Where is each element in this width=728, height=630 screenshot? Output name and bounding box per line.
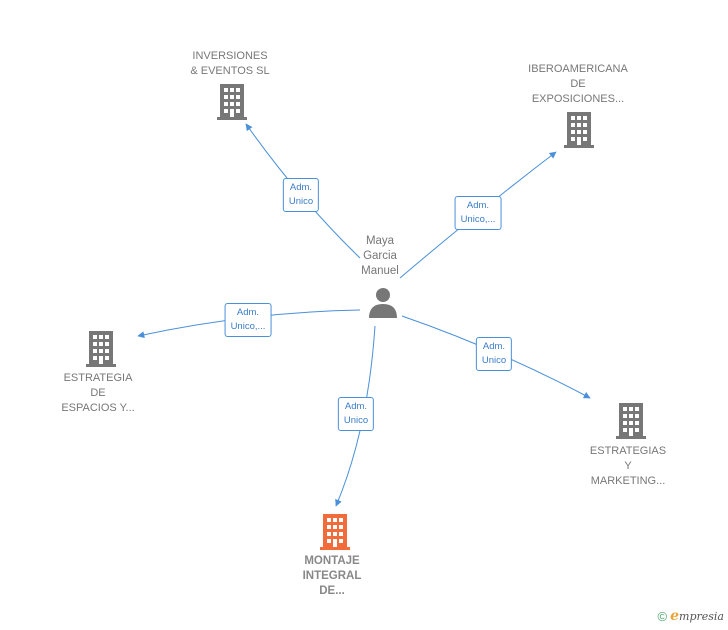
footer-brand[interactable]: © empresia <box>658 608 724 624</box>
company-label-montaje[interactable]: MONTAJE INTEGRAL DE... <box>302 555 362 597</box>
building-icon[interactable] <box>86 331 116 367</box>
company-label-iberoamericana[interactable]: IBEROAMERICANA DE EXPOSICIONES... <box>528 63 628 105</box>
edge-label-espacios[interactable]: Adm. Unico,... <box>224 303 272 337</box>
edge-label-inversiones[interactable]: Adm. Unico <box>282 178 320 212</box>
person-name[interactable]: Maya Garcia Manuel <box>361 235 399 277</box>
edge-label-marketing[interactable]: Adm. Unico <box>475 337 513 371</box>
building-icon[interactable] <box>564 112 594 148</box>
building-icon[interactable] <box>616 403 646 439</box>
person-icon[interactable] <box>369 288 397 318</box>
brand-logo: empresia <box>670 608 724 624</box>
edge-label-montaje[interactable]: Adm. Unico <box>337 397 375 431</box>
edge-label-iberoamericana[interactable]: Adm. Unico,... <box>454 196 502 230</box>
copyright-icon: © <box>657 608 668 624</box>
company-label-espacios[interactable]: ESTRATEGIA DE ESPACIOS Y... <box>61 372 135 414</box>
building-icon[interactable] <box>217 84 247 120</box>
building-icon[interactable] <box>320 514 350 550</box>
company-label-inversiones[interactable]: INVERSIONES & EVENTOS SL <box>190 50 270 77</box>
company-label-marketing[interactable]: ESTRATEGIAS Y MARKETING... <box>589 445 667 487</box>
